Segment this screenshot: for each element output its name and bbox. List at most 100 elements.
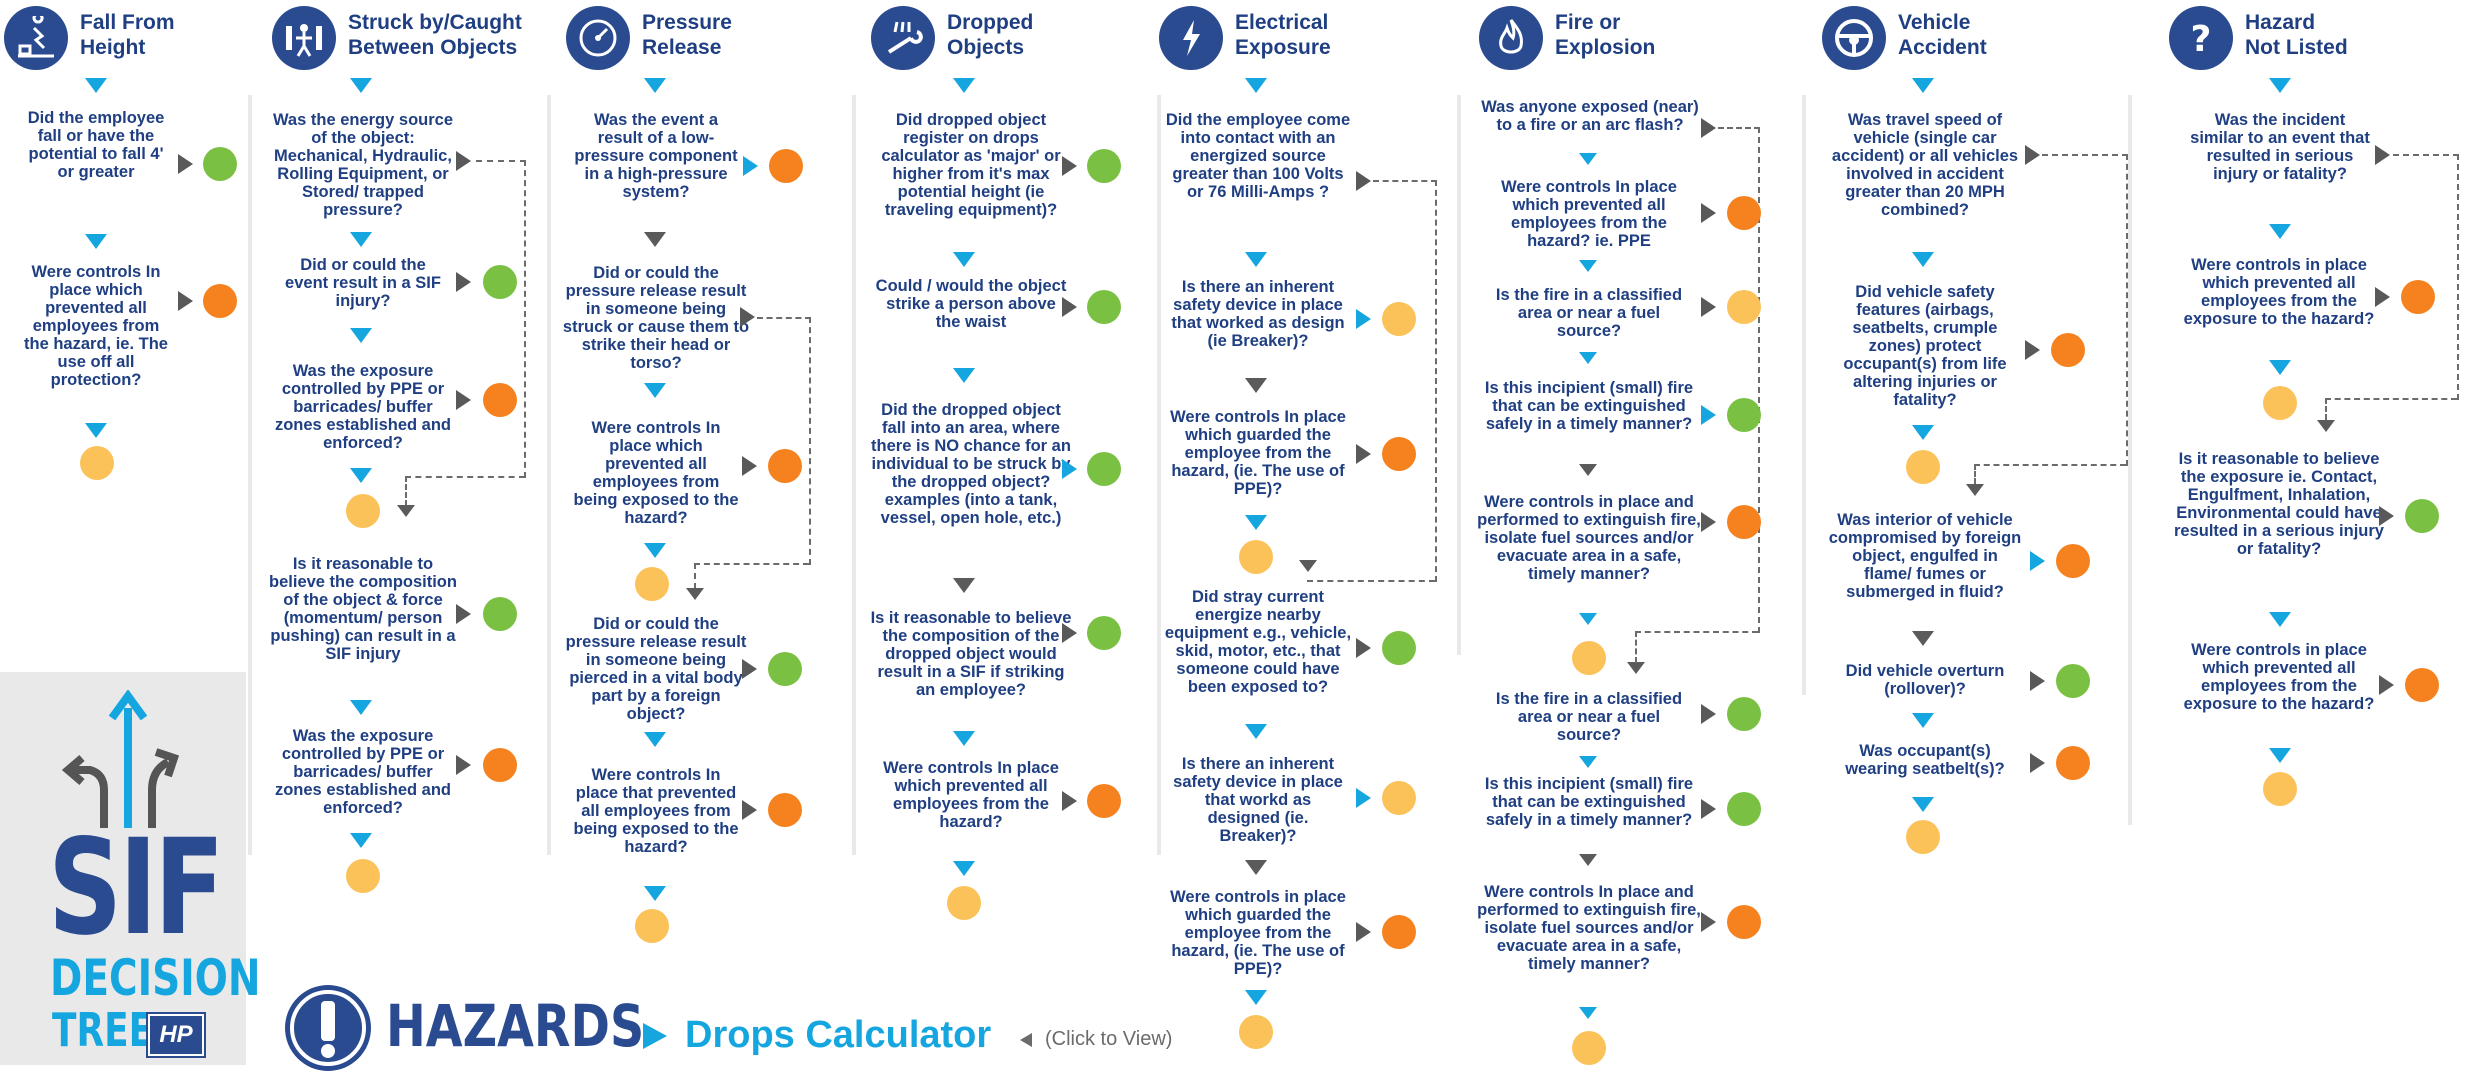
flow-arrow — [1245, 990, 1267, 1005]
question-2: Did or could the event result in a SIF i… — [285, 256, 441, 310]
flow-arrow — [2317, 420, 2335, 432]
skip-connector — [1974, 464, 2126, 466]
column-divider — [1157, 95, 1161, 855]
drops-calculator-link[interactable]: Drops Calculator — [685, 1014, 992, 1056]
orange-outcome-dot — [2051, 333, 2085, 367]
green-outcome-dot — [2056, 664, 2090, 698]
column-pressure-release: Pressure Release Was the event a result … — [562, 0, 852, 1065]
flow-arrow — [1912, 252, 1934, 267]
question-2: Were controls In place which prevented a… — [1501, 178, 1677, 250]
yellow-outcome-dot — [635, 909, 669, 943]
orange-outcome-dot — [768, 793, 802, 827]
flow-arrow — [2269, 224, 2291, 239]
column-header: Struck by/Caught Between Objects — [272, 6, 544, 72]
flow-arrow — [644, 886, 666, 901]
question-4: Is it reasonable to believe the composit… — [269, 555, 457, 663]
flow-arrow — [644, 543, 666, 558]
yellow-outcome-dot — [1382, 781, 1416, 815]
flow-arrow — [1966, 484, 1984, 496]
yes-arrow — [1701, 203, 1716, 223]
yes-arrow — [1062, 623, 1077, 643]
column-divider — [852, 95, 856, 855]
yes-arrow — [1701, 704, 1716, 724]
flow-arrow — [644, 732, 666, 747]
question-3: Is the fire in a classified area or near… — [1495, 286, 1683, 340]
question-1: Was travel speed of vehicle (single car … — [1831, 111, 2019, 219]
skip-connector — [1635, 631, 1758, 633]
skip-connector — [1307, 580, 1435, 582]
question-7: Is this incipient (small) fire that can … — [1484, 775, 1694, 829]
skip-connector — [2325, 398, 2457, 400]
flow-arrow — [397, 505, 415, 517]
yes-arrow — [456, 604, 471, 624]
green-outcome-dot — [2405, 499, 2439, 533]
yellow-outcome-dot — [1382, 302, 1416, 336]
yes-arrow — [740, 307, 755, 327]
skip-connector — [2325, 398, 2327, 420]
question-3: Was the exposure controlled by PPE or ba… — [274, 362, 452, 452]
question-3: Were controls In place which prevented a… — [573, 419, 739, 527]
sif-logo-text: SIF — [48, 811, 225, 965]
dropped-tool-icon — [871, 6, 935, 70]
yes-arrow — [456, 151, 471, 171]
yes-arrow — [1701, 297, 1716, 317]
yellow-outcome-dot — [1239, 540, 1273, 574]
question-4: Is this incipient (small) fire that can … — [1484, 379, 1694, 433]
question-5: Is there an inherent safety device in pl… — [1173, 755, 1343, 845]
yes-arrow — [2030, 551, 2045, 571]
flow-arrow — [1579, 352, 1597, 364]
flow-arrow — [1627, 662, 1645, 674]
column-divider — [248, 95, 252, 855]
question-1: Was the energy source of the object: Mec… — [272, 111, 454, 219]
column-divider — [2128, 95, 2132, 825]
flow-arrow — [953, 861, 975, 876]
question-3: Did the dropped object fall into an area… — [871, 401, 1071, 527]
flow-arrow — [1912, 425, 1934, 440]
question-2: Did vehicle safety features (airbags, se… — [1843, 283, 2007, 409]
flow-arrow — [1579, 153, 1597, 165]
question-4: Did or could the pressure release result… — [565, 615, 747, 723]
green-outcome-dot — [1727, 697, 1761, 731]
skip-connector — [1718, 127, 1760, 633]
orange-outcome-dot — [203, 284, 237, 318]
yes-arrow — [2025, 145, 2040, 165]
crush-icon — [272, 6, 336, 70]
yellow-outcome-dot — [346, 494, 380, 528]
question-3: Were controls In place which guarded the… — [1170, 408, 1346, 498]
flow-arrow — [686, 588, 704, 600]
yes-arrow — [1356, 444, 1371, 464]
yes-arrow — [1701, 118, 1716, 138]
drops-calculator-play-icon[interactable] — [643, 1023, 667, 1049]
yes-arrow — [1356, 171, 1371, 191]
flow-arrow — [1912, 797, 1934, 812]
decision-arrows-icon — [61, 690, 180, 828]
green-outcome-dot — [1382, 631, 1416, 665]
question-6: Is the fire in a classified area or near… — [1495, 690, 1683, 744]
flow-arrow — [1245, 78, 1267, 93]
question-5: Was the exposure controlled by PPE or ba… — [274, 727, 452, 817]
question-1: Was the incident similar to an event tha… — [2190, 111, 2370, 183]
yes-arrow — [456, 272, 471, 292]
steering-wheel-icon — [1822, 6, 1886, 70]
yellow-outcome-dot — [2263, 386, 2297, 420]
green-outcome-dot — [483, 265, 517, 299]
yellow-outcome-dot — [2263, 772, 2297, 806]
orange-outcome-dot — [1727, 196, 1761, 230]
yes-arrow — [456, 755, 471, 775]
question-6: Were controls in place which guarded the… — [1170, 888, 1346, 978]
column-divider — [547, 95, 551, 855]
question-2: Were controls In place which prevented a… — [24, 263, 168, 389]
hazards-label: HAZARDS — [386, 992, 645, 1060]
flame-icon — [1479, 6, 1543, 70]
lightning-icon — [1159, 6, 1223, 70]
green-outcome-dot — [1727, 398, 1761, 432]
click-to-view-hint: (Click to View) — [1045, 1028, 1173, 1050]
question-2: Did or could the pressure release result… — [562, 264, 750, 372]
question-1: Was anyone exposed (near) to a fire or a… — [1481, 98, 1699, 134]
green-outcome-dot — [1087, 290, 1121, 324]
flow-arrow — [1912, 713, 1934, 728]
column-header: Dropped Objects — [871, 6, 1153, 72]
yes-arrow — [1062, 791, 1077, 811]
sif-logo-panel — [0, 672, 246, 1065]
yes-arrow — [1701, 912, 1716, 932]
